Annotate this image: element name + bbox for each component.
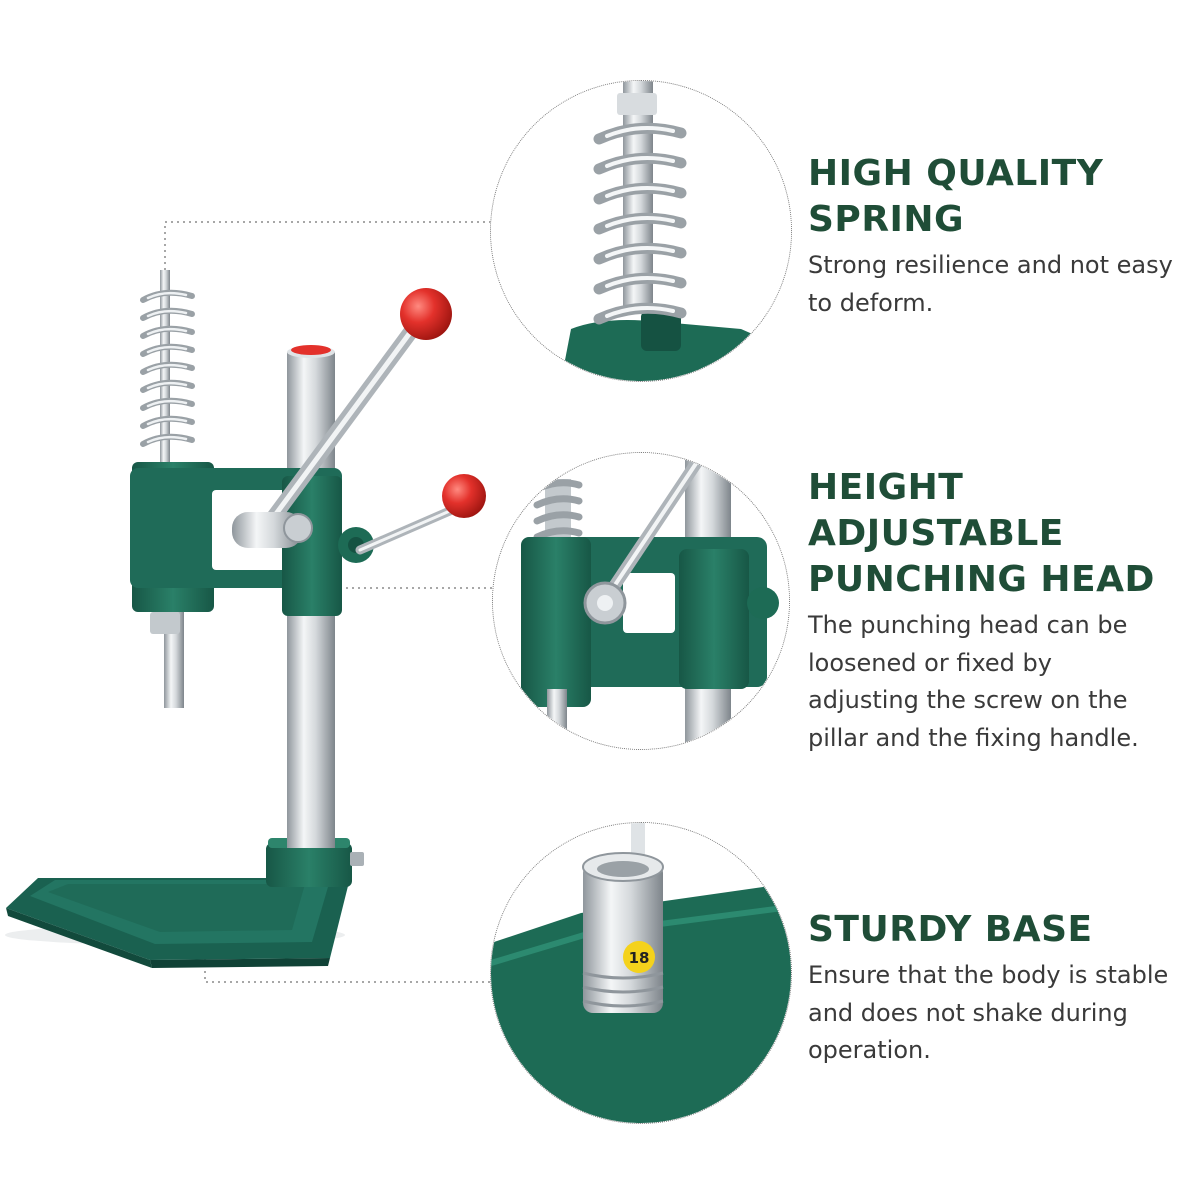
desc-line: pillar and the fixing handle. — [808, 723, 1139, 752]
feature-punch-head-title: HEIGHT ADJUSTABLE PUNCHING HEAD — [808, 465, 1200, 603]
desc-line: to deform. — [808, 288, 934, 317]
leader-lines — [164, 221, 505, 983]
feature-spring: HIGH QUALITY SPRING Strong resilience an… — [808, 151, 1200, 322]
feature-base-desc: Ensure that the body is stable and does … — [808, 957, 1200, 1070]
title-line: HIGH QUALITY — [808, 153, 1104, 194]
feature-spring-desc: Strong resilience and not easy to deform… — [808, 247, 1200, 322]
leader-line-spring — [164, 221, 500, 282]
size-badge-text: 18 — [629, 949, 650, 967]
desc-line: and does not shake during — [808, 998, 1128, 1027]
size-badge — [623, 941, 655, 973]
title-line: STURDY BASE — [808, 909, 1093, 950]
knob-red-large — [400, 288, 452, 340]
desc-line: operation. — [808, 1036, 931, 1064]
desc-line: Ensure that the body is stable — [808, 961, 1169, 989]
desc-line: adjusting the screw on the — [808, 686, 1128, 714]
feature-punch-head: HEIGHT ADJUSTABLE PUNCHING HEAD The punc… — [808, 465, 1200, 757]
title-line: SPRING — [808, 199, 965, 240]
desc-line: loosened or fixed by — [808, 648, 1052, 677]
feature-spring-title: HIGH QUALITY SPRING — [808, 151, 1200, 243]
title-line: HEIGHT — [808, 467, 964, 508]
leader-line-base — [204, 935, 505, 983]
feature-base: STURDY BASE Ensure that the body is stab… — [808, 907, 1200, 1070]
knob-red-small — [442, 474, 486, 518]
desc-line: The punching head can be — [808, 611, 1128, 639]
title-line: PUNCHING HEAD — [808, 559, 1155, 600]
desc-line: Strong resilience and not easy — [808, 251, 1173, 279]
title-line: ADJUSTABLE — [808, 513, 1064, 554]
zoom-circle-base: 18 — [490, 822, 792, 1124]
feature-base-title: STURDY BASE — [808, 907, 1200, 953]
base-plate — [6, 878, 350, 968]
zoom-circle-spring — [490, 80, 792, 382]
feature-punch-head-desc: The punching head can be loosened or fix… — [808, 607, 1200, 757]
zoom-circle-punch-head — [492, 452, 790, 750]
